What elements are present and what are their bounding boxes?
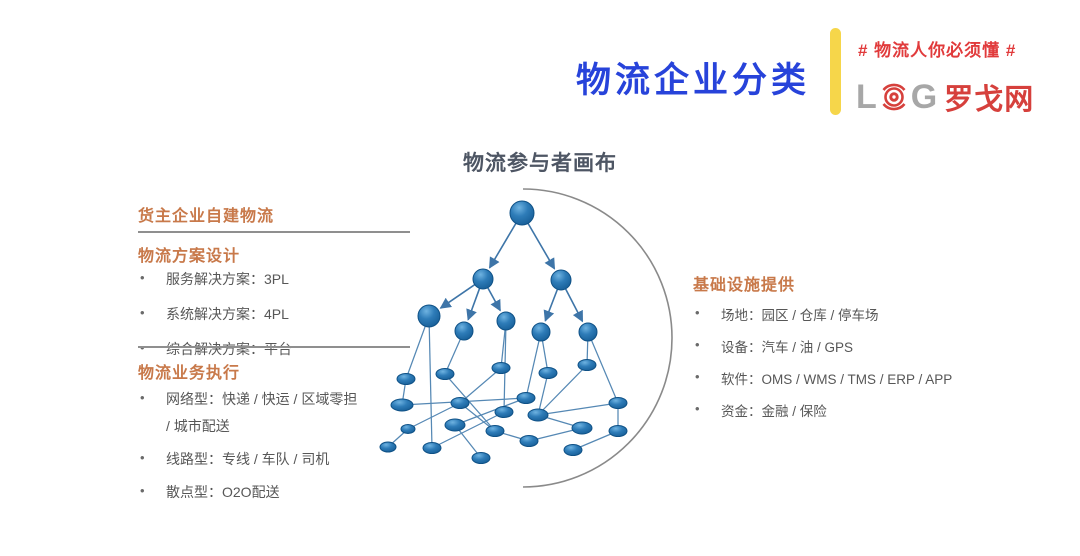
bullet-icon: •	[695, 401, 700, 416]
accent-bar	[830, 28, 841, 115]
network-edge	[537, 402, 619, 416]
bullet-icon: •	[695, 337, 700, 352]
network-node	[417, 304, 441, 328]
bullet-icon: •	[140, 450, 145, 465]
encircling-arc-path	[522, 188, 673, 488]
list-item: • 综合解决方案：平台	[140, 339, 292, 359]
network-node	[390, 398, 414, 412]
list-item: • 网络型：快递 / 快运 / 区域零担 / 城市配送	[140, 390, 358, 434]
bullet-icon: •	[140, 390, 145, 405]
business-execution-list: • 网络型：快递 / 快运 / 区域零担 / 城市配送 • 线路型：专线 / 车…	[140, 389, 357, 515]
network-node	[444, 418, 466, 432]
network-node	[608, 425, 628, 437]
network-node	[422, 442, 442, 454]
logo-letter-g: G	[910, 78, 938, 116]
network-node	[509, 200, 535, 226]
list-item: • 服务解决方案：3PL	[140, 270, 289, 287]
network-tree-edge	[564, 287, 584, 323]
section-heading-business-execution: 物流业务执行	[138, 365, 241, 382]
network-node	[531, 322, 551, 342]
hashtag-text: # 物流人你必须懂 #	[858, 41, 1017, 60]
list-item: • 线路型：专线 / 车队 / 司机	[140, 450, 330, 467]
network-node	[454, 321, 474, 341]
bullet-icon: •	[140, 483, 145, 498]
network-edge	[537, 364, 588, 416]
bullet-icon: •	[140, 305, 145, 320]
network-node	[527, 408, 549, 422]
section-heading-solution-design: 物流方案设计	[138, 248, 241, 265]
list-item: • 系统解决方案：4PL	[140, 305, 289, 322]
network-node	[563, 444, 583, 456]
network-node	[608, 397, 628, 409]
list-item: • 资金：金融 / 保险	[695, 401, 827, 419]
network-node	[519, 435, 539, 447]
section-heading-infrastructure: 基础设施提供	[693, 277, 796, 294]
target-icon	[882, 83, 906, 111]
network-node	[496, 311, 516, 331]
network-node	[450, 397, 470, 409]
network-edge	[431, 411, 505, 449]
network-node	[550, 269, 572, 291]
network-node	[485, 425, 505, 437]
solution-design-list: • 服务解决方案：3PL • 系统解决方案：4PL • 综合解决方案：平台	[140, 269, 292, 374]
list-item: • 场地：园区 / 仓库 / 停车场	[695, 305, 879, 323]
bullet-icon: •	[695, 305, 700, 320]
page-title: 物流企业分类	[576, 61, 811, 100]
network-tree-edge	[466, 287, 481, 321]
network-edge	[407, 402, 461, 430]
network-node	[577, 359, 597, 371]
list-item: • 散点型：O2O配送	[140, 483, 280, 500]
network-edge	[459, 367, 502, 404]
divider	[138, 346, 410, 348]
bullet-icon: •	[140, 270, 145, 285]
network-edge	[428, 315, 433, 449]
network-node	[571, 421, 593, 435]
network-edge	[525, 331, 542, 399]
section-heading-owner-logistics: 货主企业自建物流	[138, 208, 275, 225]
network-node	[491, 362, 511, 374]
list-item: • 设备：汽车 / 油 / GPS	[695, 337, 854, 355]
encircling-arc	[522, 188, 673, 488]
network-tree-edge	[439, 283, 477, 309]
network-node	[435, 368, 455, 380]
network-tree-edge	[488, 222, 518, 269]
network-edge	[444, 373, 496, 432]
list-item-continuation: / 城市配送	[166, 418, 230, 434]
network-edge	[537, 372, 549, 416]
network-node	[472, 268, 494, 290]
network-tree-edge	[526, 222, 556, 270]
network-edge	[587, 331, 619, 404]
network-node	[471, 452, 491, 464]
bullet-icon: •	[695, 369, 700, 384]
network-node	[400, 424, 416, 434]
network-nodes	[379, 200, 628, 464]
list-item: • 软件：OMS / WMS / TMS / ERP / APP	[695, 369, 953, 387]
network-node	[379, 441, 397, 453]
diagram-title: 物流参与者画布	[463, 152, 617, 175]
network-edge	[454, 397, 527, 426]
network-tree-edge	[543, 288, 559, 322]
network-node	[578, 322, 598, 342]
network-tree-edge	[486, 286, 501, 312]
logo-letter-l: L	[856, 78, 877, 116]
network-node	[494, 406, 514, 418]
network-node	[516, 392, 536, 404]
divider	[138, 231, 410, 233]
network-node	[396, 373, 416, 385]
infrastructure-list: • 场地：园区 / 仓库 / 停车场 • 设备：汽车 / 油 / GPS • 软…	[695, 304, 952, 432]
brand-logo: L G 罗戈网	[856, 76, 1034, 118]
logo-brand-name: 罗戈网	[944, 84, 1035, 116]
network-node	[538, 367, 558, 379]
